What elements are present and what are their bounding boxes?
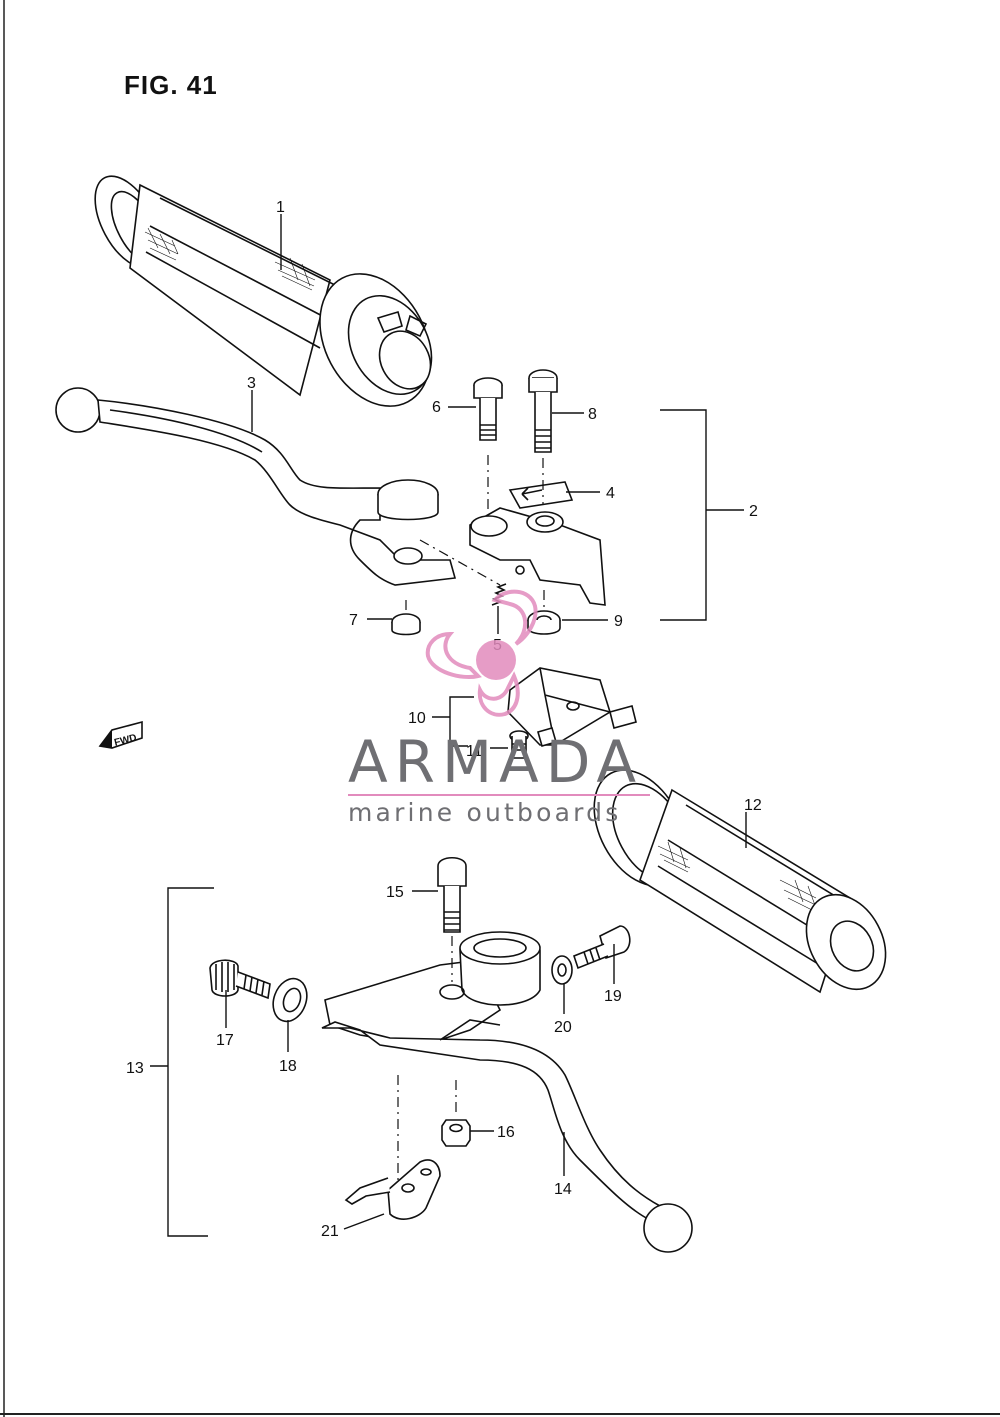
part-label-16: 16	[497, 1124, 515, 1141]
part-label-21: 21	[321, 1223, 339, 1240]
part-label-11: 11	[466, 743, 483, 760]
part-label-13: 13	[126, 1060, 144, 1077]
armada-propeller-logo	[425, 589, 538, 717]
part-label-1: 1	[276, 199, 285, 216]
figure-title: FIG. 41	[124, 70, 218, 100]
clutch-switch	[507, 667, 637, 747]
part-label-12: 12	[744, 797, 762, 814]
fwd-arrow-icon: FWD	[98, 720, 143, 749]
part-label-17: 17	[216, 1032, 234, 1049]
adjuster-nut	[272, 977, 308, 1023]
lever-holder-assembly	[469, 481, 606, 606]
lever-switch-bracket	[344, 1159, 441, 1220]
fwd-label: FWD	[113, 733, 138, 749]
part-label-4: 4	[606, 485, 615, 502]
lock-nut-upper	[391, 600, 421, 636]
part-label-6: 6	[432, 399, 441, 416]
part-label-8: 8	[588, 406, 597, 423]
brake-pivot-bolt	[437, 856, 467, 982]
part-label-2: 2	[749, 503, 758, 520]
watermark-brand: ARMADA	[348, 728, 644, 796]
brake-lock-nut	[441, 1080, 471, 1147]
part-label-10: 10	[408, 710, 426, 727]
part-label-9: 9	[614, 613, 623, 630]
adjuster-bolt	[209, 959, 271, 1000]
washer	[551, 955, 573, 985]
mirror-bolt	[573, 925, 631, 970]
part-label-7: 7	[349, 612, 358, 629]
leader-lines	[150, 214, 747, 1237]
part-label-14: 14	[554, 1181, 572, 1198]
watermark-tagline: marine outboards	[348, 798, 622, 827]
part-label-19: 19	[604, 988, 622, 1005]
brake-lever-assembly	[321, 931, 693, 1253]
part-number-labels: 1 2 3 4 5 6 7 8 9 10 11 12 13 14 15 16 1…	[126, 199, 762, 1240]
part-label-3: 3	[247, 375, 256, 392]
part-label-18: 18	[279, 1058, 297, 1075]
left-grip	[94, 175, 433, 407]
right-grip	[593, 769, 887, 994]
pivot-bolt	[473, 377, 503, 510]
watermark-divider	[348, 794, 650, 796]
part-label-15: 15	[386, 884, 404, 901]
part-label-20: 20	[554, 1019, 572, 1036]
clutch-lever	[55, 387, 501, 586]
switch-screw	[509, 730, 529, 759]
screw	[528, 369, 558, 505]
